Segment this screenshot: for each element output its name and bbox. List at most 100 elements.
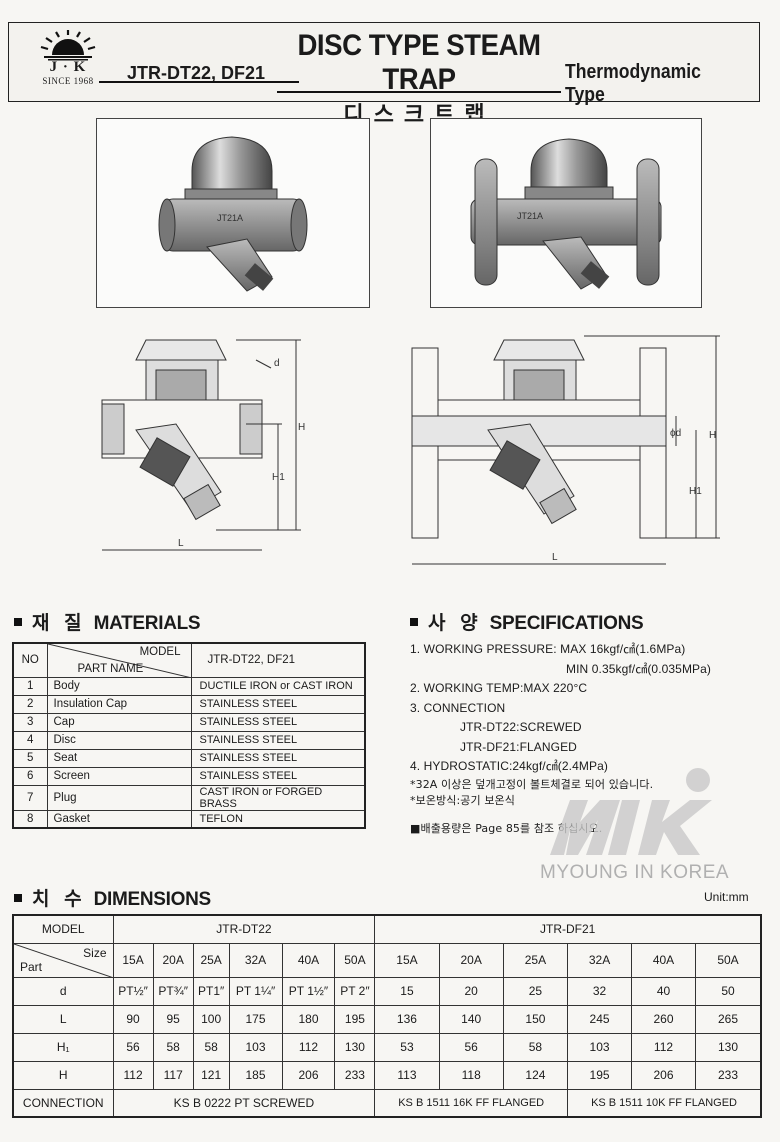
dimension-cell: 95 (152, 1004, 194, 1034)
logo-text: J · K (49, 59, 87, 75)
unit-label: Unit:mm (704, 890, 749, 904)
row-material: STAINLESS STEEL (190, 694, 366, 714)
dimension-cell: 113 (374, 1060, 440, 1090)
row-material: STAINLESS STEEL (190, 766, 366, 786)
label-l-H: H (298, 422, 305, 433)
dimensions-heading: 치 수 DIMENSIONS (14, 884, 211, 911)
materials-heading-en: MATERIALS (93, 613, 201, 634)
product-photo-screwed: JT21A (96, 118, 370, 308)
col-model: MODEL (139, 646, 181, 658)
dimension-cell: 130 (334, 1032, 376, 1062)
model-value: JTR-DT22, DF21 (190, 642, 366, 678)
dimension-cell: 112 (631, 1032, 696, 1062)
dimension-cell: 20 (438, 976, 504, 1006)
spec-note-bolt: *32A 이상은 덮개고정이 볼트체결로 되어 있습니다. (410, 777, 654, 791)
row-part: Insulation Cap (46, 694, 192, 714)
spec-pressure-min: MIN 0.35kgf/㎠(0.035MPa) (566, 661, 712, 676)
size-cell: 25A (502, 942, 569, 978)
group-df21: JTR-DF21 (374, 914, 762, 944)
dimension-cell: 117 (152, 1060, 194, 1090)
row-no: 1 (12, 676, 48, 696)
spec-pressure-max: 1. WORKING PRESSURE: MAX 16kgf/㎠(1.6MPa) (410, 642, 686, 656)
dimension-cell: 121 (192, 1060, 230, 1090)
col-no: NO (12, 642, 48, 678)
spec-note-capacity: ■배출용량은 Page 85를 참조 하십시오. (410, 821, 603, 835)
connection-dt22: KS B 0222 PT SCREWED (112, 1088, 376, 1118)
row-part: Cap (46, 712, 192, 732)
row-no: 5 (12, 748, 48, 768)
row-part: Disc (46, 730, 192, 750)
dimension-cell: 195 (334, 1004, 376, 1034)
connection-df21-16k: KS B 1511 16K FF FLANGED (374, 1088, 569, 1118)
dimension-cell: 100 (192, 1004, 230, 1034)
size-cell: 20A (438, 942, 504, 978)
spec-hydrostatic: 4. HYDROSTATIC:24kgf/㎠(2.4MPa) (410, 759, 608, 773)
row-part: Screen (46, 766, 192, 786)
header-banner: J · K SINCE 1968 JTR-DT22, DF21 DISC TYP… (8, 22, 760, 128)
diagonal-divider (14, 943, 114, 978)
dimensions-heading-en: DIMENSIONS (93, 889, 212, 910)
row-label: H₁ (12, 1032, 114, 1062)
part-label: Part (20, 959, 43, 974)
dimension-cell: 50 (694, 976, 762, 1006)
dimension-cell: 150 (502, 1004, 569, 1034)
row-no: 3 (12, 712, 48, 732)
label-r-L: L (552, 552, 558, 563)
size-cell: 32A (567, 942, 633, 978)
dimension-cell: 32 (567, 976, 633, 1006)
dimension-cell: 90 (112, 1004, 154, 1034)
bullet-square-icon (410, 617, 418, 626)
label-l-d: d (274, 358, 280, 369)
model-row: MODEL JTR-DT22 JTR-DF21 (12, 914, 762, 944)
dimension-cell: 180 (281, 1004, 336, 1034)
row-part: Gasket (46, 809, 192, 829)
dimension-cell: 175 (228, 1004, 283, 1034)
dimension-cell: 58 (192, 1032, 230, 1062)
size-cell: 32A (228, 942, 283, 978)
svg-text:JT21A: JT21A (517, 211, 543, 221)
dimension-cell: 112 (112, 1060, 154, 1090)
label-r-H1: H1 (689, 486, 702, 497)
connection-label: CONNECTION (12, 1088, 114, 1118)
row-label: H (12, 1060, 114, 1090)
title-block: DISC TYPE STEAM TRAP 디스크트랩 (277, 29, 561, 128)
model-title: JTR-DT22, DF21 (127, 63, 266, 83)
row-part: Plug (46, 784, 192, 811)
page-title: DISC TYPE STEAM TRAP (297, 29, 541, 96)
dimension-cell: 103 (567, 1032, 633, 1062)
row-part: Seat (46, 748, 192, 768)
size-cell: 20A (152, 942, 194, 978)
dimension-cell: 112 (281, 1032, 336, 1062)
dimension-cell: PT1″ (192, 976, 230, 1006)
dimension-cell: PT¾″ (152, 976, 194, 1006)
row-material: STAINLESS STEEL (190, 712, 366, 732)
dimensions-heading-kr: 치 수 (32, 888, 86, 910)
logo-since: SINCE 1968 (42, 76, 94, 86)
dimension-cell: 245 (567, 1004, 633, 1034)
row-part: Body (46, 676, 192, 696)
col-model-part: MODEL PART NAME (46, 642, 192, 678)
dimension-cell: PT 2″ (334, 976, 376, 1006)
row-no: 7 (12, 784, 48, 811)
size-part-header: Size Part (12, 942, 114, 978)
label-r-d: ϕd (670, 428, 681, 439)
dimension-cell: 130 (694, 1032, 762, 1062)
dimension-cell: 206 (631, 1060, 696, 1090)
dimension-cell: 140 (438, 1004, 504, 1034)
size-cell: 50A (694, 942, 762, 978)
dimension-cell: 233 (334, 1060, 376, 1090)
specs-heading-en: SPECIFICATIONS (489, 613, 644, 634)
group-dt22: JTR-DT22 (112, 914, 376, 944)
drawing-flanged: ϕd H H1 L (404, 320, 728, 570)
dimension-cell: 195 (567, 1060, 633, 1090)
